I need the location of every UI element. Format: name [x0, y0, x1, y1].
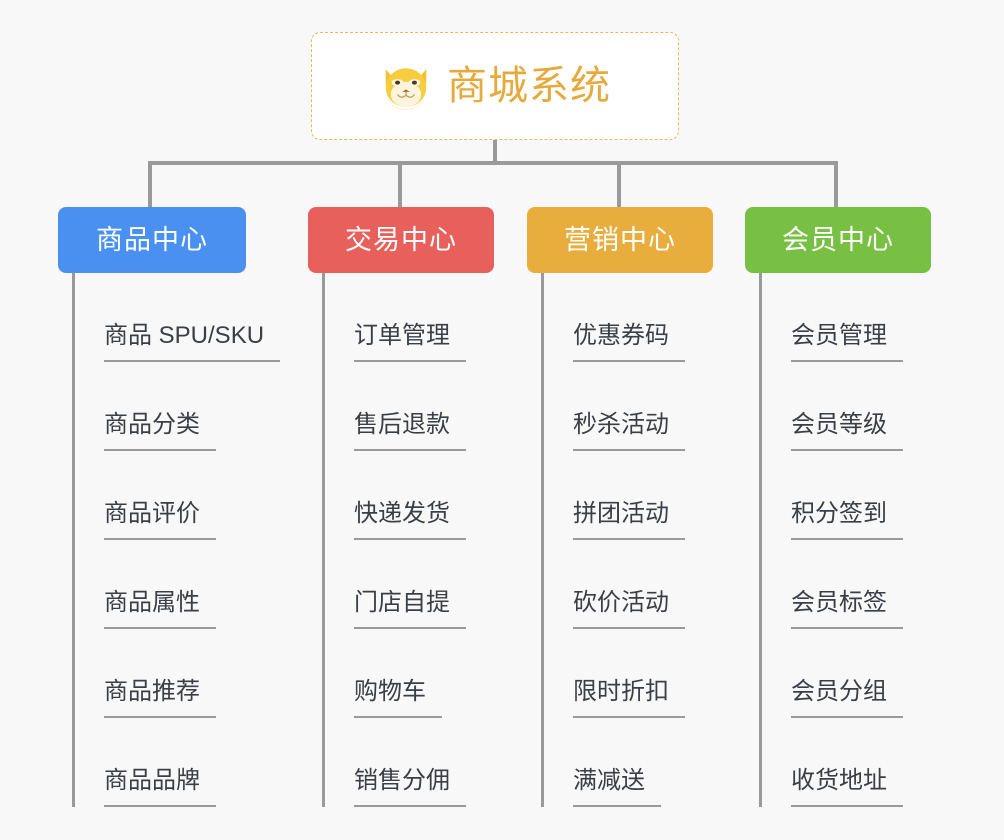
leaf-label: 收货地址 [791, 769, 903, 807]
leaf-label: 商品分类 [104, 413, 216, 451]
branch-column-1: 商品中心 商品 SPU/SKU 商品分类 商品评价 商品属性 商品推荐 商品品牌 [58, 207, 281, 807]
leaf-item[interactable]: 积分签到 [745, 451, 931, 540]
leaf-item[interactable]: 会员等级 [745, 362, 931, 451]
leaf-label: 商品属性 [104, 591, 216, 629]
leaf-label: 砍价活动 [573, 591, 685, 629]
branch-body-4: 会员管理 会员等级 积分签到 会员标签 会员分组 收货地址 [745, 273, 931, 807]
leaf-label: 商品推荐 [104, 680, 216, 718]
leaf-item[interactable]: 快递发货 [308, 451, 494, 540]
leaf-item[interactable]: 商品 SPU/SKU [58, 273, 281, 362]
branch-header-3[interactable]: 营销中心 [527, 207, 713, 273]
leaf-label: 门店自提 [354, 591, 466, 629]
leaf-item[interactable]: 售后退款 [308, 362, 494, 451]
leaf-item[interactable]: 拼团活动 [527, 451, 713, 540]
leaf-label: 购物车 [354, 680, 442, 718]
branch-column-2: 交易中心 订单管理 售后退款 快递发货 门店自提 购物车 销售分佣 [308, 207, 494, 807]
leaf-label: 限时折扣 [573, 680, 685, 718]
leaf-item[interactable]: 砍价活动 [527, 540, 713, 629]
leaf-item[interactable]: 满减送 [527, 718, 713, 807]
leaf-item[interactable]: 商品品牌 [58, 718, 280, 807]
leaf-item[interactable]: 优惠券码 [527, 273, 713, 362]
leaf-label: 商品品牌 [104, 769, 216, 807]
branch-spine-2 [322, 273, 325, 807]
leaf-label: 会员标签 [791, 591, 903, 629]
leaf-item[interactable]: 商品属性 [58, 540, 280, 629]
connector-drop-2 [398, 161, 402, 209]
branch-body-1: 商品 SPU/SKU 商品分类 商品评价 商品属性 商品推荐 商品品牌 [58, 273, 281, 807]
branch-column-4: 会员中心 会员管理 会员等级 积分签到 会员标签 会员分组 收货地址 [745, 207, 931, 807]
branch-spine-1 [72, 273, 75, 807]
branch-header-label-2: 交易中心 [345, 224, 457, 255]
connector-stem [493, 140, 497, 164]
connector-drop-1 [148, 161, 152, 209]
branch-body-2: 订单管理 售后退款 快递发货 门店自提 购物车 销售分佣 [308, 273, 494, 807]
connector-drop-3 [617, 161, 621, 209]
branch-header-4[interactable]: 会员中心 [745, 207, 931, 273]
leaf-item[interactable]: 会员管理 [745, 273, 931, 362]
root-node[interactable]: 商城系统 [311, 32, 679, 140]
root-title: 商城系统 [447, 64, 611, 108]
branch-header-2[interactable]: 交易中心 [308, 207, 494, 273]
branch-header-label-4: 会员中心 [782, 224, 894, 255]
leaf-item[interactable]: 限时折扣 [527, 629, 713, 718]
connector-bus [148, 161, 838, 165]
leaf-label: 销售分佣 [354, 769, 466, 807]
leaf-item[interactable]: 秒杀活动 [527, 362, 713, 451]
leaf-label: 秒杀活动 [573, 413, 685, 451]
leaf-item[interactable]: 销售分佣 [308, 718, 494, 807]
leaf-label: 快递发货 [354, 502, 466, 540]
branch-column-3: 营销中心 优惠券码 秒杀活动 拼团活动 砍价活动 限时折扣 满减送 [527, 207, 713, 807]
leaf-item[interactable]: 购物车 [308, 629, 494, 718]
leaf-item[interactable]: 会员标签 [745, 540, 931, 629]
branch-header-1[interactable]: 商品中心 [58, 207, 246, 273]
leaf-label: 拼团活动 [573, 502, 685, 540]
leaf-label: 优惠券码 [573, 324, 685, 362]
leaf-label: 订单管理 [354, 324, 466, 362]
leaf-label: 会员等级 [791, 413, 903, 451]
leaf-item[interactable]: 商品分类 [58, 362, 280, 451]
leaf-item[interactable]: 商品推荐 [58, 629, 280, 718]
leaf-item[interactable]: 门店自提 [308, 540, 494, 629]
leaf-item[interactable]: 会员分组 [745, 629, 931, 718]
branch-header-label-3: 营销中心 [564, 224, 676, 255]
leaf-item[interactable]: 商品评价 [58, 451, 280, 540]
leaf-item[interactable]: 订单管理 [308, 273, 494, 362]
branch-spine-4 [759, 273, 762, 807]
branch-body-3: 优惠券码 秒杀活动 拼团活动 砍价活动 限时折扣 满减送 [527, 273, 713, 807]
connector-drop-4 [834, 161, 838, 209]
leaf-label: 商品 SPU/SKU [104, 324, 281, 362]
leaf-label: 售后退款 [354, 413, 466, 451]
shiba-dog-face-icon [385, 68, 427, 111]
leaf-item[interactable]: 收货地址 [745, 718, 931, 807]
leaf-label: 会员管理 [791, 324, 903, 362]
branch-header-label-1: 商品中心 [96, 224, 208, 255]
leaf-label: 会员分组 [791, 680, 903, 718]
leaf-label: 积分签到 [791, 502, 903, 540]
leaf-label: 满减送 [573, 769, 661, 807]
leaf-label: 商品评价 [104, 502, 216, 540]
branch-spine-3 [541, 273, 544, 807]
